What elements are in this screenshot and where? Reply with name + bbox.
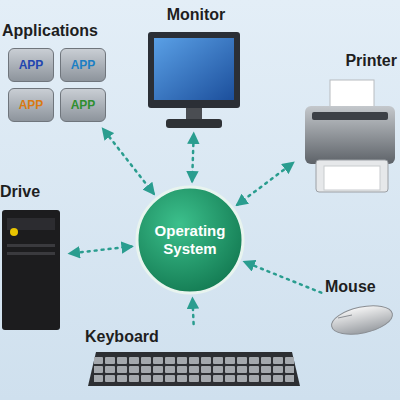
keyboard-icon [88,352,300,386]
dotted-arrow [70,247,131,254]
dotted-arrow [193,299,194,324]
applications-group: ApplicationsAPP APP APP APP [2,22,118,126]
tile-label: APP [71,98,96,112]
dotted-arrow [103,129,153,193]
os-circle: Operating System [135,185,245,295]
drive-icon [2,210,60,330]
app-tile: APP [60,88,106,122]
node-label: Keyboard [85,328,305,346]
dotted-arrow [192,134,194,181]
dotted-arrow [245,262,321,293]
node-label: Monitor [140,6,252,24]
app-tile: APP [8,88,54,122]
app-tile: APP [60,48,106,82]
mouse-node: Mouse [325,278,399,340]
node-label: Mouse [325,278,399,296]
drive-node: Drive [0,183,66,332]
monitor-node: Monitor [140,6,252,130]
printer-icon [305,80,395,192]
printer-node: Printer [296,52,397,194]
tile-label: APP [19,98,44,112]
tile-label: APP [71,58,96,72]
app-tile: APP [8,48,54,82]
tile-label: APP [19,58,44,72]
monitor-icon [148,32,240,128]
node-label: Operating System [145,222,235,258]
keyboard-node: Keyboard [85,328,305,388]
mouse-icon [329,301,395,339]
node-label: Drive [0,183,66,201]
node-label: Applications [2,22,118,40]
node-label: Printer [296,52,397,70]
dotted-arrow [237,163,292,205]
